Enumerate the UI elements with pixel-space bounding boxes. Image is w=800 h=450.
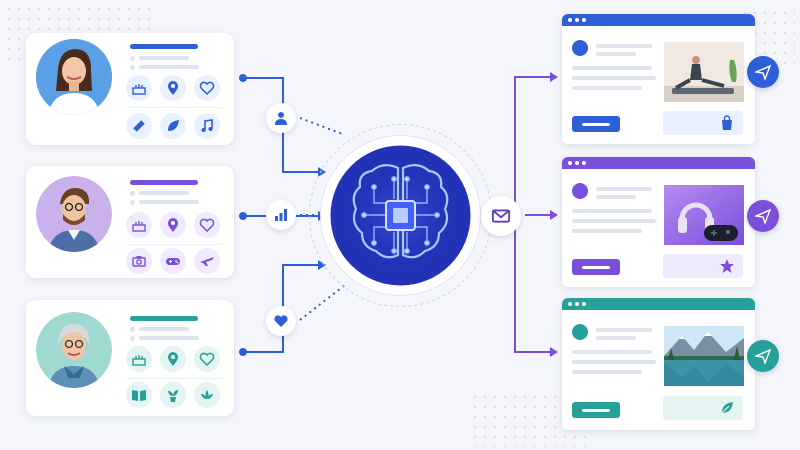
text-line: [572, 360, 656, 364]
divider: [126, 378, 222, 379]
text-line: [596, 187, 652, 191]
shopping-bag-icon: [722, 115, 732, 130]
bar-chart-icon: [266, 200, 296, 230]
window-titlebar: [562, 157, 755, 169]
paper-plane-icon: [755, 64, 771, 80]
avatar: [36, 312, 112, 388]
detail-line: [139, 327, 189, 331]
music-note-icon: [194, 113, 220, 139]
headphones-gamepad-photo: [664, 185, 744, 245]
avatar-dot: [572, 183, 588, 199]
text-line: [572, 76, 656, 80]
envelope-icon: [481, 196, 521, 236]
divider: [126, 244, 222, 245]
action-button[interactable]: [572, 259, 620, 275]
divider: [126, 107, 222, 108]
name-bar: [130, 44, 198, 49]
user-icon: [266, 103, 296, 133]
paper-plane-icon: [755, 208, 771, 224]
lotus-icon: [194, 382, 220, 408]
action-button[interactable]: [572, 116, 620, 132]
detail-line: [139, 336, 199, 340]
cake-icon: [126, 346, 152, 372]
detail-line: [139, 56, 189, 60]
send-button-2[interactable]: [747, 200, 779, 232]
detail-dot: [130, 336, 135, 341]
mountain-lake-photo: [664, 326, 744, 386]
leaf-icon: [160, 113, 186, 139]
detail-dot: [130, 56, 135, 61]
leaf-icon: [721, 402, 733, 414]
star-icon: [720, 259, 734, 273]
text-line: [596, 52, 636, 56]
cake-icon: [126, 75, 152, 101]
window-titlebar: [562, 298, 755, 310]
output-window-1: [562, 14, 755, 144]
window-titlebar: [562, 14, 755, 26]
location-pin-icon: [160, 346, 186, 372]
yoga-photo: [664, 42, 744, 102]
heart-icon: [194, 212, 220, 238]
text-line: [572, 370, 642, 374]
name-bar: [130, 316, 198, 321]
send-button-3[interactable]: [747, 340, 779, 372]
badge-area: [663, 396, 743, 420]
text-line: [572, 209, 652, 213]
heart-icon: [266, 306, 296, 336]
avatar: [36, 39, 112, 115]
text-line: [596, 195, 636, 199]
detail-dot: [130, 200, 135, 205]
detail-line: [139, 200, 199, 204]
action-button[interactable]: [572, 402, 620, 418]
book-icon: [126, 382, 152, 408]
output-window-2: [562, 157, 755, 287]
text-line: [596, 336, 636, 340]
avatar-dot: [572, 40, 588, 56]
send-button-1[interactable]: [747, 56, 779, 88]
badge-area: [663, 254, 743, 278]
text-line: [572, 86, 642, 90]
output-window-3: [562, 298, 755, 430]
location-pin-icon: [160, 212, 186, 238]
location-pin-icon: [160, 75, 186, 101]
ai-brain-chip-icon: [309, 124, 492, 307]
profile-card-1: [26, 33, 234, 145]
text-line: [596, 44, 652, 48]
heart-icon: [194, 346, 220, 372]
cake-icon: [126, 212, 152, 238]
airplane-icon: [194, 248, 220, 274]
profile-card-3: [26, 300, 234, 416]
text-line: [572, 66, 652, 70]
detail-line: [139, 65, 199, 69]
camera-icon: [126, 248, 152, 274]
detail-line: [139, 191, 189, 195]
badge-area: [663, 111, 743, 135]
paper-plane-icon: [755, 348, 771, 364]
avatar: [36, 176, 112, 252]
text-line: [572, 229, 642, 233]
name-bar: [130, 180, 198, 185]
avatar-dot: [572, 324, 588, 340]
text-line: [572, 350, 652, 354]
detail-dot: [130, 65, 135, 70]
dumbbell-icon: [126, 113, 152, 139]
gamepad-icon: [160, 248, 186, 274]
detail-dot: [130, 327, 135, 332]
text-line: [596, 328, 652, 332]
text-line: [572, 219, 656, 223]
detail-dot: [130, 191, 135, 196]
plant-icon: [160, 382, 186, 408]
profile-card-2: [26, 166, 234, 278]
heart-icon: [194, 75, 220, 101]
